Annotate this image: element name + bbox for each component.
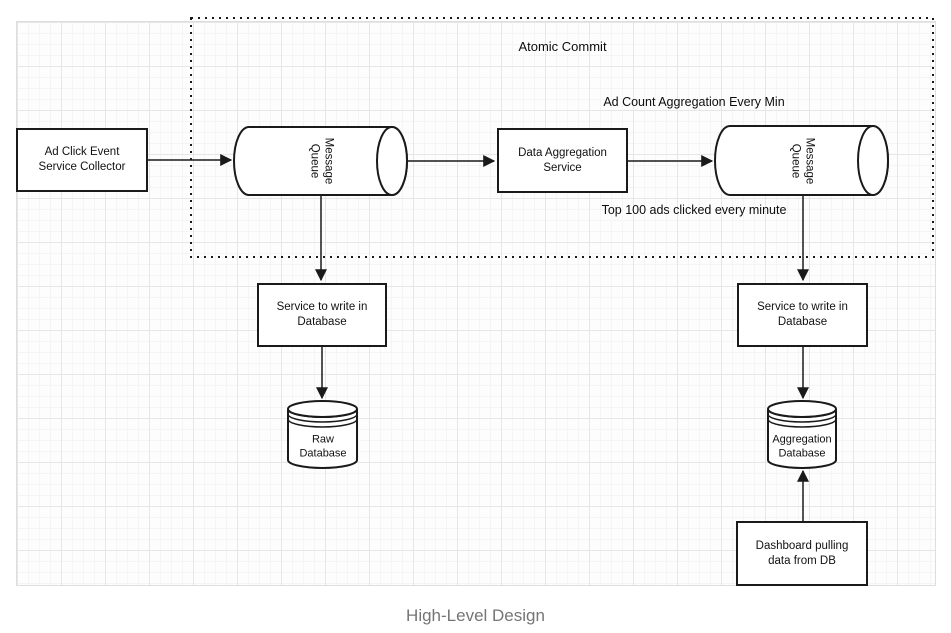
node-label: Service to write in Database [276,301,368,328]
node-label: Data Aggregation Service [518,146,607,174]
diagram-caption: High-Level Design [406,606,545,625]
node-ad-click-event-service-collector: Ad Click Event Service Collector [16,128,148,192]
node-label: Ad Click Event Service Collector [38,146,126,173]
node-label: Dashboard pulling data from DB [755,539,849,567]
message-queue-1-label: Message Queue [308,137,335,185]
ad-count-aggregation-label: Ad Count Aggregation Every Min [603,95,785,109]
node-db-writer-right: Service to write in Database [737,283,868,347]
node-db-writer-left: Service to write in Database [257,283,387,347]
top-100-ads-label: Top 100 ads clicked every minute [601,203,787,217]
atomic-commit-label: Atomic Commit [518,39,607,54]
node-data-aggregation-service: Data Aggregation Service [497,128,628,193]
node-dashboard: Dashboard pulling data from DB [736,521,868,586]
node-label: Service to write in Database [757,301,848,328]
message-queue-2-label: Message Queue [789,137,816,185]
raw-database-label: Raw Database [299,433,347,459]
aggregation-database-label: Aggregation Database [772,433,832,459]
